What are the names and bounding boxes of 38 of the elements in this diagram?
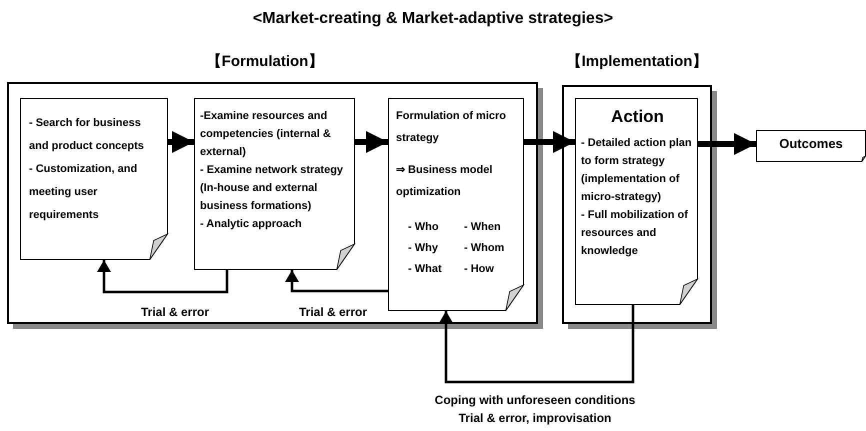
arrow xyxy=(168,131,194,153)
list-item: - Whom xyxy=(464,241,506,256)
bullet-text: Outcomes xyxy=(778,137,844,151)
list-item: - How xyxy=(464,262,495,277)
document-box xyxy=(756,130,866,162)
document-box xyxy=(194,98,355,270)
arrow xyxy=(97,260,228,294)
bullet-text: - Full mobilization of resources and knowledge xyxy=(581,208,689,259)
list-item: - What xyxy=(408,262,443,277)
bullet-text: - Analytic approach xyxy=(200,217,303,232)
diagram-title: <Market-creating & Market-adaptive strategies> xyxy=(252,10,614,28)
list-item: - Who xyxy=(408,220,440,235)
section-heading: 【Formulation】 xyxy=(206,52,324,71)
list-item: - When xyxy=(464,220,502,235)
arrow xyxy=(285,270,388,292)
list-item: - Why xyxy=(408,241,439,256)
group-frame xyxy=(7,50,544,330)
bullet-text: - Search for business and product concepts xyxy=(29,116,145,154)
group-frame xyxy=(562,50,718,330)
arrow xyxy=(698,133,756,155)
bullet-text: Formulation of micro strategy xyxy=(396,109,507,146)
bullet-text: - Customization, and meeting user requirements xyxy=(29,162,138,223)
document-box xyxy=(388,98,524,311)
arrow xyxy=(355,131,388,153)
edge-label: Trial & error xyxy=(140,305,210,319)
arrow xyxy=(439,305,634,384)
arrow xyxy=(524,131,575,153)
document-box xyxy=(575,98,698,305)
bullet-text: ⇒ Business model optimization xyxy=(396,163,494,200)
bullet-text: - Examine network strategy (In-house and external business formations) xyxy=(200,163,344,214)
section-heading: 【Implementation】 xyxy=(566,52,708,71)
bullet-text: - Detailed action plan to form strategy (implementation of micro-strategy) xyxy=(581,136,693,205)
bullet-text: -Examine resources and competencies (internal & external) xyxy=(200,109,332,160)
edge-label: Trial & error xyxy=(298,305,368,319)
edge-label: Coping with unforeseen conditions xyxy=(434,393,636,407)
box-heading: Action xyxy=(610,106,665,128)
document-box xyxy=(20,98,168,260)
note-text: Trial & error, improvisation xyxy=(458,411,612,425)
